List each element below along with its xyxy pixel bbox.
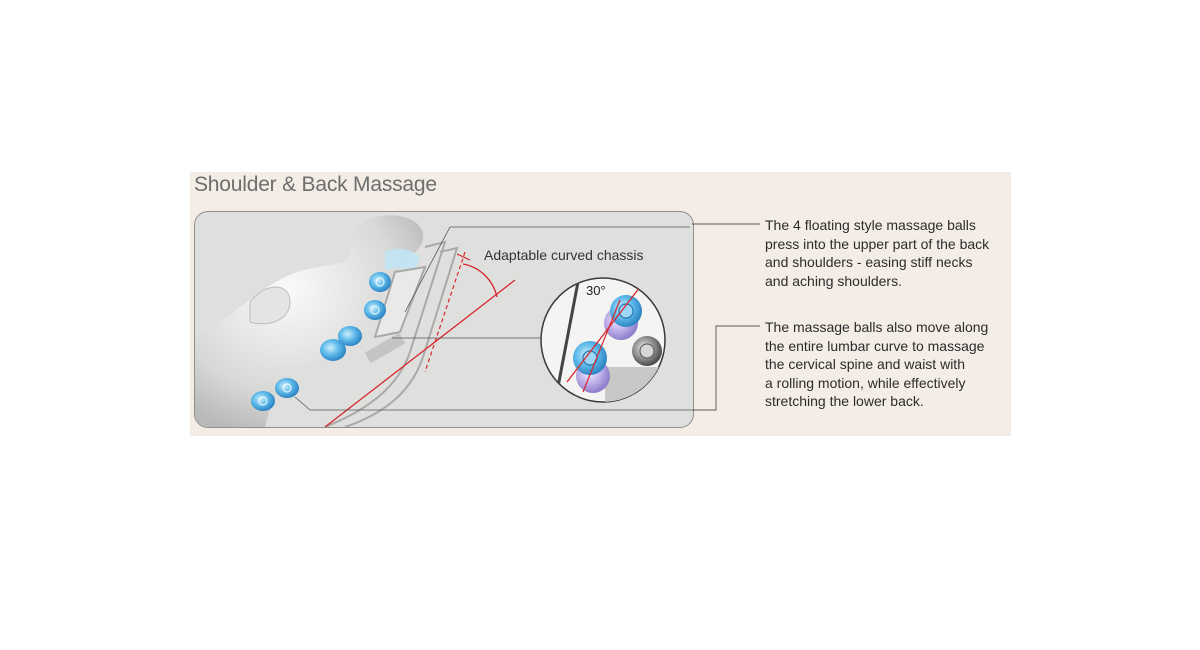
- angle-arc: [462, 263, 498, 298]
- chassis-angle-line: [324, 279, 516, 427]
- callout-line: stretching the lower back.: [765, 393, 924, 409]
- callout-lumbar: The massage balls also move along the en…: [765, 318, 988, 411]
- massage-ball-group: [251, 272, 391, 411]
- callout-line: press into the upper part of the back: [765, 235, 990, 252]
- callout-shoulders: The 4 floating style massage balls press…: [765, 216, 989, 290]
- illustration-frame: Adaptable curved chassis 30°: [194, 211, 694, 428]
- callout-line: the cervical spine and waist with: [765, 356, 965, 372]
- massage-illustration: [195, 215, 693, 427]
- chassis-label: Adaptable curved chassis: [484, 247, 644, 263]
- callout-line: The massage balls also move along: [765, 319, 989, 335]
- callout-line: and shoulders - easing stiff necks: [765, 254, 973, 270]
- callout-line: and aching shoulders.: [765, 272, 902, 289]
- callout-line: a rolling motion, while effectively: [765, 374, 966, 391]
- body-figure: [195, 215, 424, 427]
- angle-label: 30°: [586, 283, 606, 298]
- detail-magnifier: [540, 277, 666, 403]
- section-title: Shoulder & Back Massage: [194, 173, 437, 196]
- chassis-guide-line: [424, 251, 466, 373]
- callout-line: the entire lumbar curve to massage: [765, 337, 985, 354]
- callout-line: The 4 floating style massage balls: [765, 217, 976, 233]
